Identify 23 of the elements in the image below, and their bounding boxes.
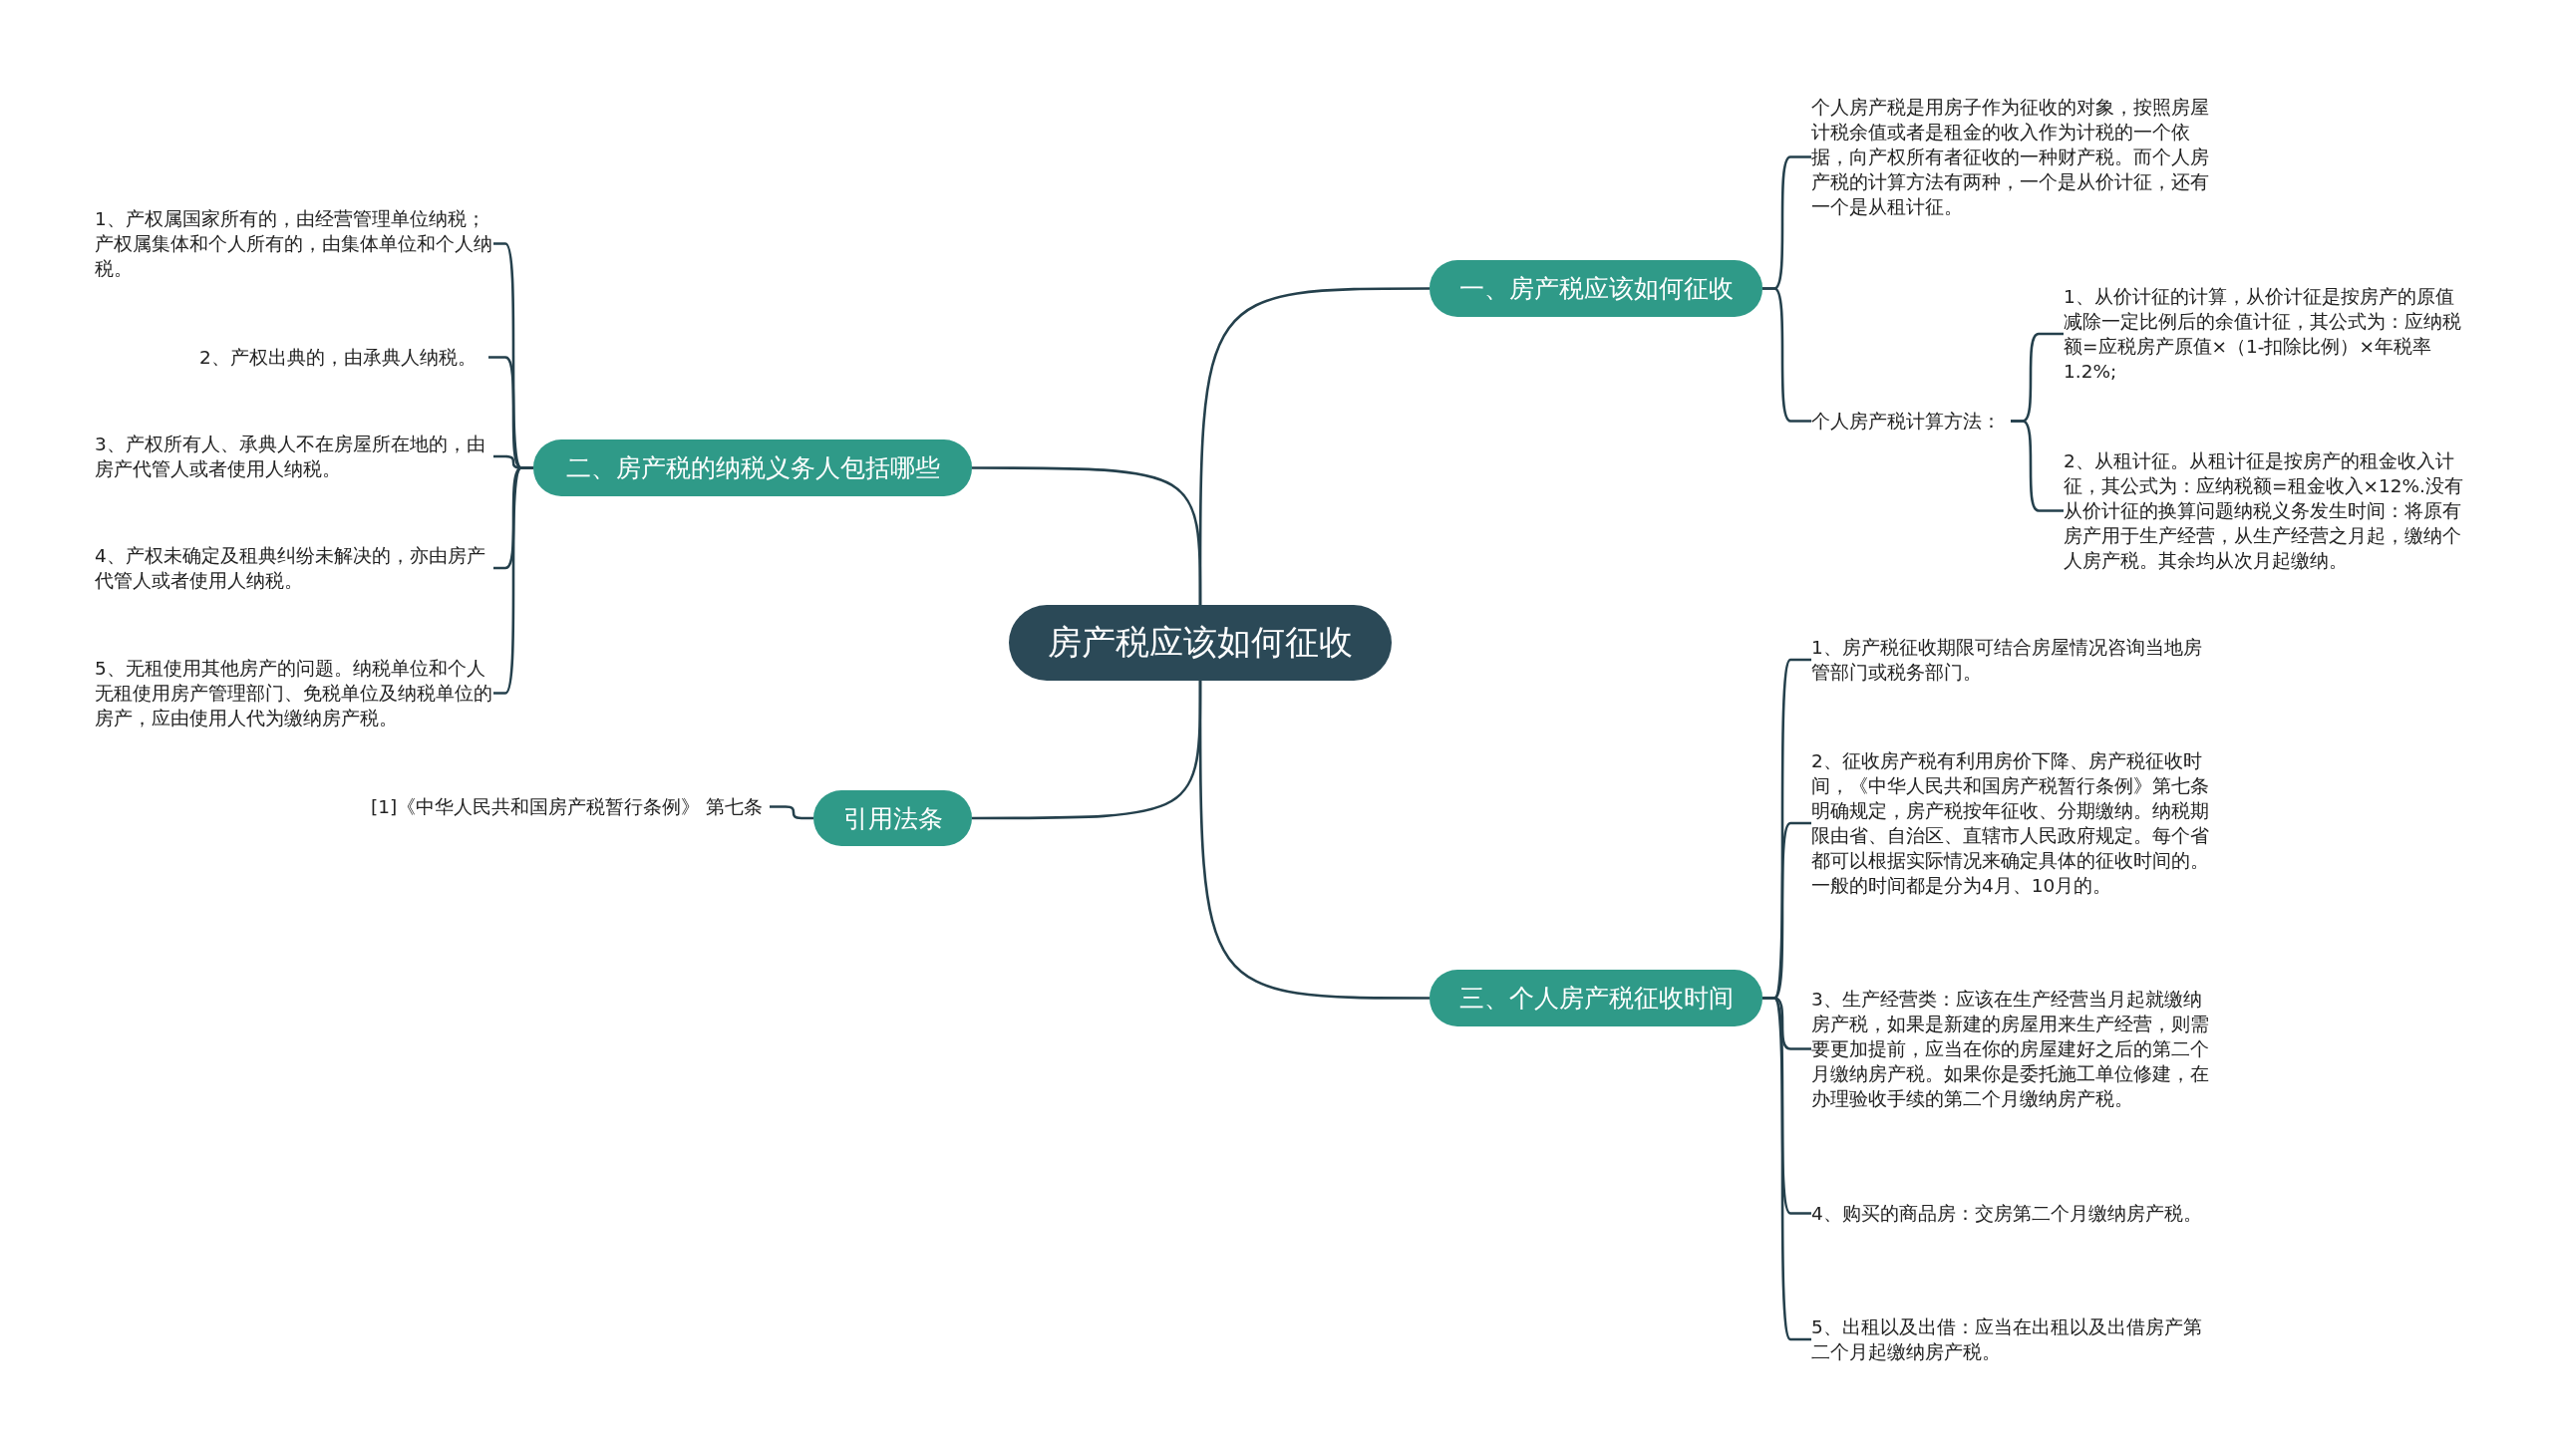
note-text: 1、房产税征收期限可结合房屋情况咨询当地房管部门或税务部门。 (1811, 635, 2220, 685)
note-text: 2、产权出典的，由承典人纳税。 (199, 345, 488, 370)
connector-line (770, 805, 813, 820)
note-text: 5、出租以及出借：应当在出租以及出借房产第二个月起缴纳房产税。 (1811, 1314, 2220, 1364)
branch-topic: 一、房产税应该如何征收 (1430, 260, 1762, 317)
note-text: 4、购买的商品房：交房第二个月缴纳房产税。 (1811, 1201, 2220, 1226)
connector-line (1198, 681, 1430, 1000)
note-text: 2、征收房产税有利用房价下降、房产税征收时间，《中华人民共和国房产税暂行条例》第七条明确规定，房产税按年征收、分期缴纳。纳税期限由省、自治区、直辖市人民政府规定。每个省都可以根据实际情况来确定具体的征收时间的。一般的时间都是分为4月、10月的。 (1811, 748, 2220, 898)
note-text: 1、产权属国家所有的，由经营管理单位纳税；产权属集体和个人所有的，由集体单位和个人纳税。 (95, 206, 493, 281)
central-topic: 房产税应该如何征收 (1009, 605, 1392, 681)
branch-topic: 引用法条 (813, 790, 972, 846)
branch-topic: 二、房产税的纳税义务人包括哪些 (533, 439, 972, 496)
note-text: 2、从租计征。从租计征是按房产的租金收入计征，其公式为：应纳税额=租金收入×12%.没有从价计征的换算问题纳税义务发生时间：将原有房产用于生产经营，从生产经营之月起，缴纳个人房产税。其余均从次月起缴纳。 (2064, 448, 2472, 573)
note-text: 1、从价计征的计算，从价计征是按房产的原值减除一定比例后的余值计征，其公式为：应纳税额=应税房产原值×（1-扣除比例）×年税率1.2%; (2064, 284, 2472, 384)
note-text: 个人房产税是用房子作为征收的对象，按照房屋计税余值或者是租金的收入作为计税的一个依据，向产权所有者征收的一种财产税。而个人房产税的计算方法有两种，一个是从价计征，还有一个是从租计征。 (1811, 95, 2220, 219)
note-text: 5、无租使用其他房产的问题。纳税单位和个人无租使用房产管理部门、免税单位及纳税单位的房产，应由使用人代为缴纳房产税。 (95, 656, 493, 730)
note-text: 3、生产经营类：应该在生产经营当月起就缴纳房产税，如果是新建的房屋用来生产经营，则需要更加提前，应当在你的房屋建好之后的第二个月缴纳房产税。如果你是委托施工单位修建，在办理验收手续的第二个月缴纳房产税。 (1811, 987, 2220, 1111)
note-text: 个人房产税计算方法： (1811, 409, 2011, 434)
branch-topic: 三、个人房产税征收时间 (1430, 970, 1762, 1026)
note-text: [1]《中华人民共和国房产税暂行条例》 第七条 (371, 794, 770, 819)
note-text: 4、产权未确定及租典纠纷未解决的，亦由房产代管人或者使用人纳税。 (95, 543, 493, 593)
connector-line (972, 466, 1202, 605)
note-text: 3、产权所有人、承典人不在房屋所在地的，由房产代管人或者使用人纳税。 (95, 432, 493, 481)
